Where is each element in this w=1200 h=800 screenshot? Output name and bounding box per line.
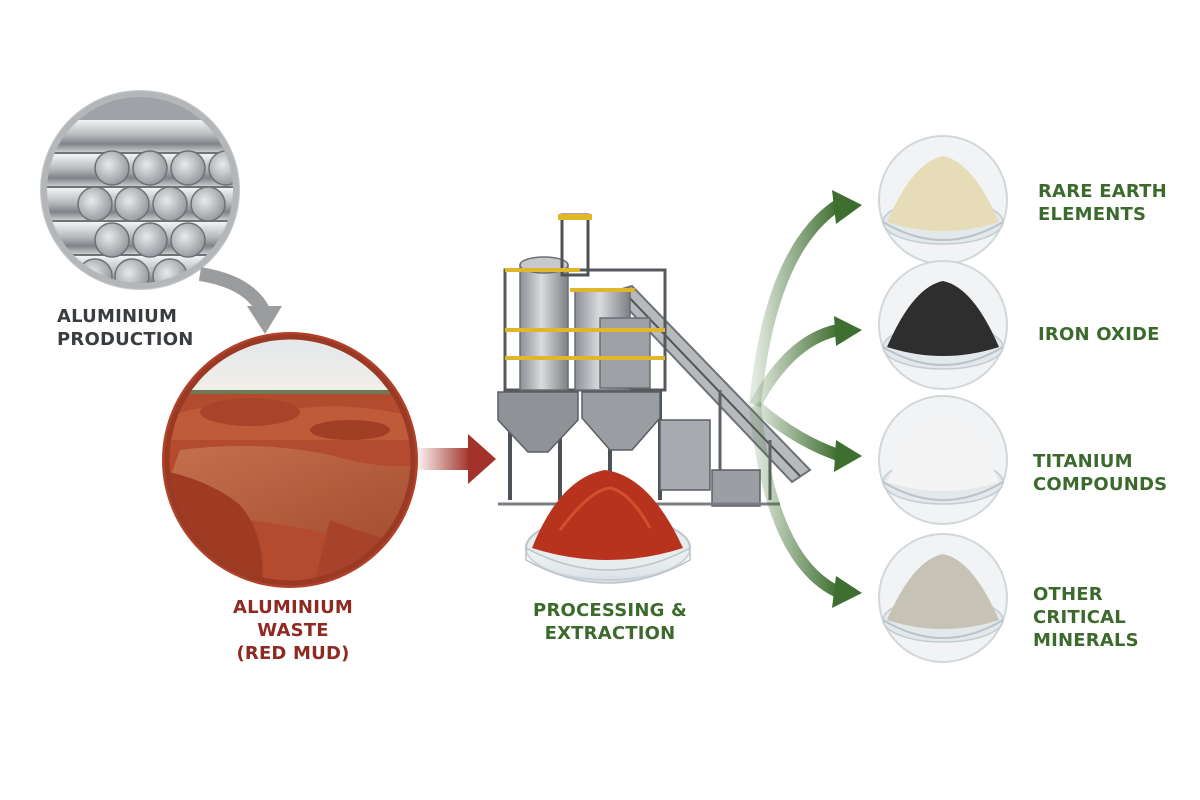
output-label-critical-minerals: OTHER CRITICAL MINERALS	[1033, 584, 1139, 651]
rare-earth-powder-icon	[878, 135, 1008, 265]
aluminium-waste-label: ALUMINIUM WASTE (RED MUD)	[232, 597, 354, 664]
output-arrows	[749, 190, 862, 608]
waste-to-processing-arrow	[414, 434, 496, 484]
processing-extraction-label: PROCESSING & EXTRACTION	[533, 600, 687, 644]
production-to-waste-arrow	[198, 267, 282, 334]
aluminium-production-label: ALUMINIUM PRODUCTION	[57, 306, 194, 350]
titanium-powder-icon	[878, 395, 1008, 525]
aluminium-ingots-icon	[40, 90, 240, 290]
output-dishes	[878, 135, 1008, 663]
output-label-rare-earth: RARE EARTH ELEMENTS	[1038, 181, 1167, 225]
red-mud-powder-dish-icon	[525, 470, 691, 584]
red-mud-landscape-icon	[162, 332, 418, 588]
output-label-iron-oxide: IRON OXIDE	[1038, 324, 1160, 345]
output-label-titanium: TITANIUM COMPOUNDS	[1033, 451, 1168, 495]
critical-minerals-powder-icon	[878, 533, 1008, 663]
iron-oxide-powder-icon	[878, 260, 1008, 390]
